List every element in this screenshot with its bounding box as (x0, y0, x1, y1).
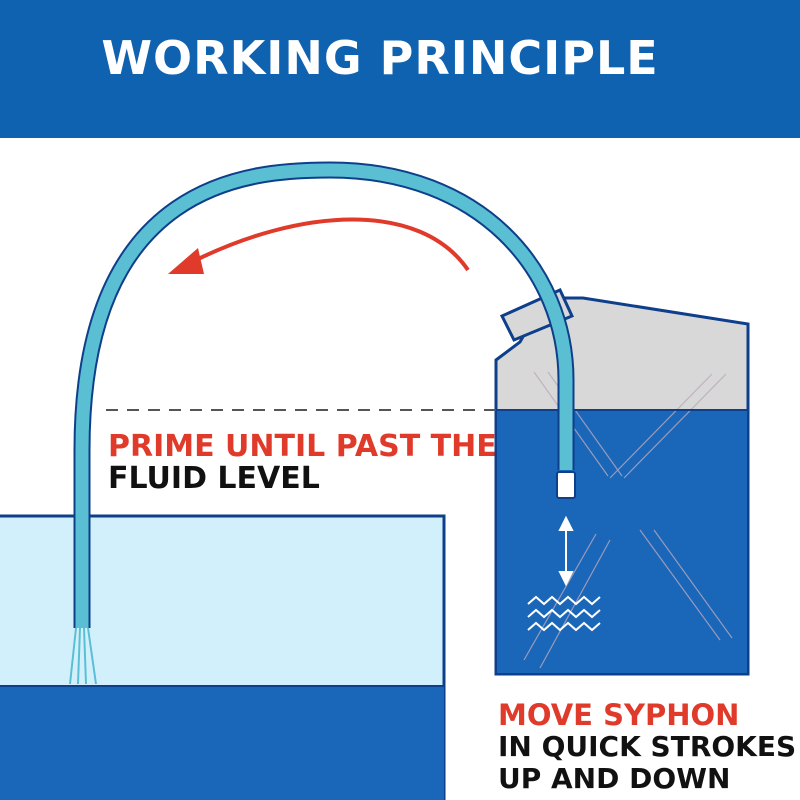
move-instruction-red: MOVE SYPHON (498, 698, 740, 732)
siphon-tube (73, 161, 576, 628)
prime-instruction-black: FLUID LEVEL (108, 461, 320, 496)
siphon-tube-body (75, 163, 573, 628)
move-instruction-black-2: UP AND DOWN (498, 762, 731, 795)
prime-instruction-red: PRIME UNTIL PAST THE (108, 429, 497, 464)
receiving-container (0, 514, 446, 800)
siphon-nozzle (556, 471, 576, 499)
up-down-arrow-icon (558, 515, 574, 587)
source-container (494, 288, 750, 676)
header-banner: WORKING PRINCIPLE (0, 0, 800, 138)
page-title: WORKING PRINCIPLE (101, 31, 659, 85)
fluid-stream-icon (69, 627, 97, 685)
source-container-fluid (497, 410, 747, 673)
flow-direction-arrow-icon (168, 217, 470, 274)
move-instruction-black-1: IN QUICK STROKES (498, 730, 797, 763)
wave-lines-icon (527, 595, 601, 632)
receiving-container-fluid (0, 686, 444, 800)
